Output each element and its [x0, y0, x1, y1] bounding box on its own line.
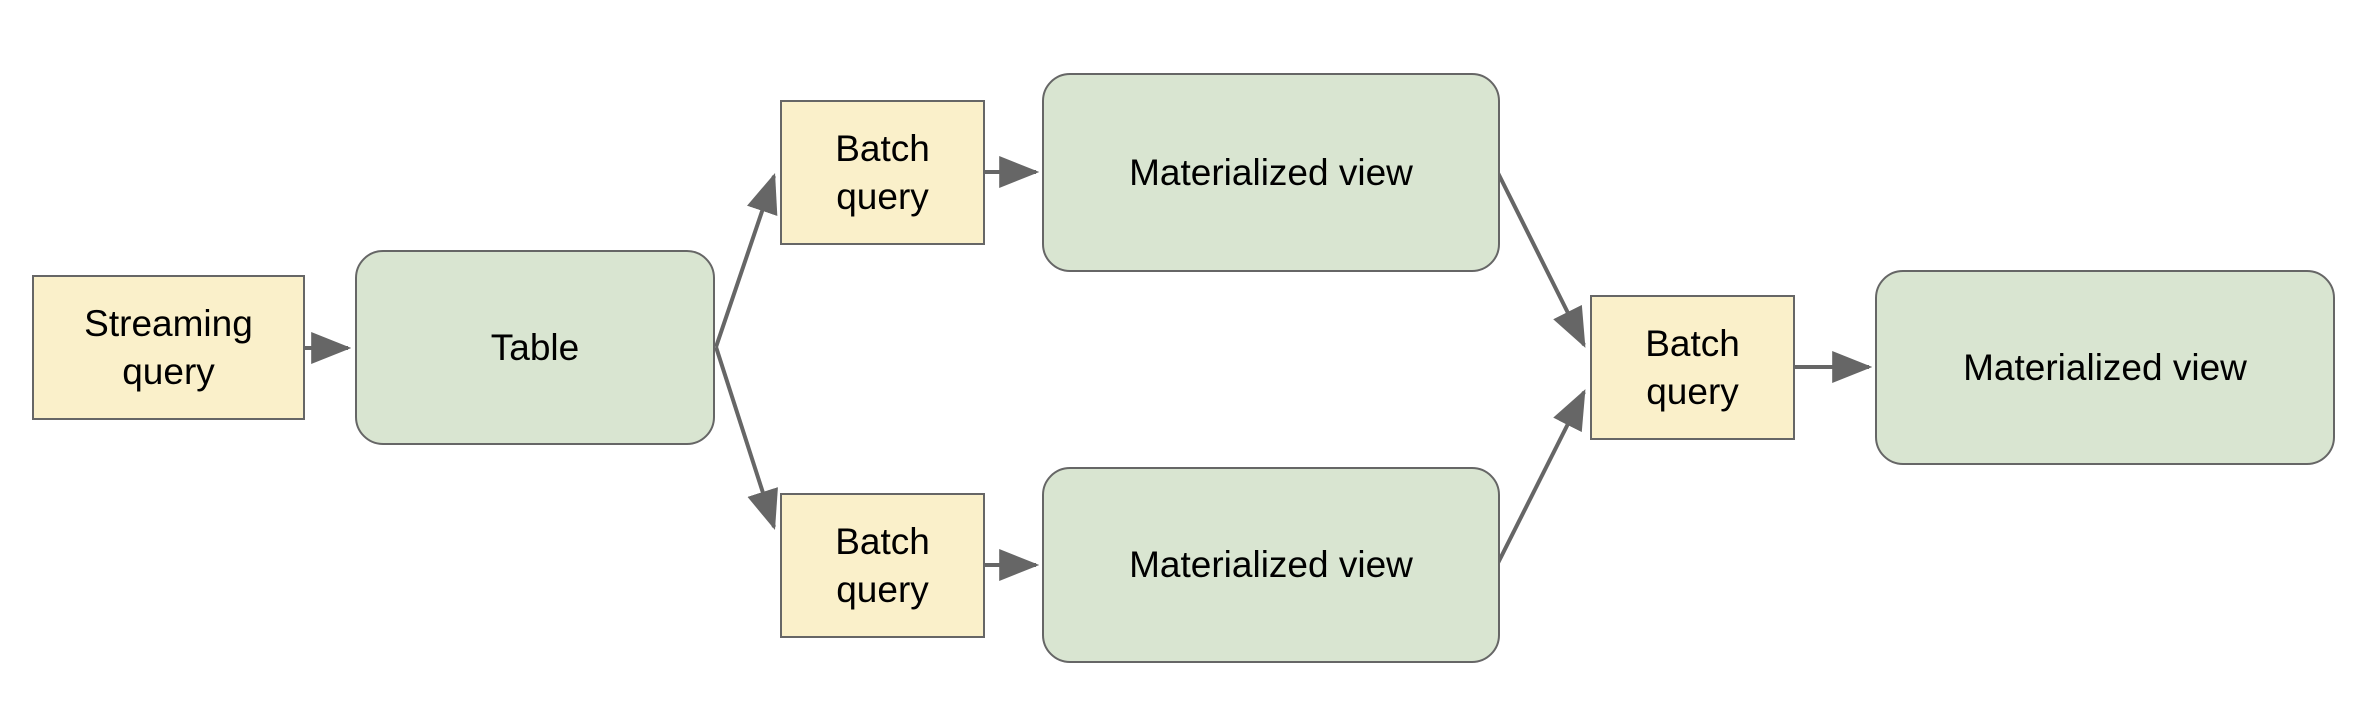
node-batch-query-bottom[interactable]: Batch query — [780, 493, 985, 638]
node-materialized-view-bottom[interactable]: Materialized view — [1042, 467, 1500, 663]
node-table-label: Table — [490, 326, 580, 368]
edge-mv-top-to-batch-join — [1496, 172, 1586, 348]
edge-table-to-batch-top — [714, 172, 778, 348]
node-batch-query-join-label: Batch query — [1645, 323, 1740, 412]
edge-table-to-batch-bottom — [714, 346, 778, 531]
node-streaming-query[interactable]: Streaming query — [32, 275, 305, 420]
node-streaming-query-label: Streaming query — [84, 303, 253, 392]
node-table[interactable]: Table — [355, 250, 715, 445]
edge-mv-bottom-to-batch-join — [1496, 389, 1586, 564]
node-batch-query-top[interactable]: Batch query — [780, 100, 985, 245]
node-batch-query-join[interactable]: Batch query — [1590, 295, 1795, 440]
node-materialized-view-top[interactable]: Materialized view — [1042, 73, 1500, 272]
node-materialized-view-top-label: Materialized view — [1129, 151, 1413, 193]
node-batch-query-bottom-label: Batch query — [835, 521, 930, 610]
node-materialized-view-final-label: Materialized view — [1963, 346, 2247, 388]
node-batch-query-top-label: Batch query — [835, 128, 930, 217]
node-materialized-view-bottom-label: Materialized view — [1129, 544, 1413, 586]
node-materialized-view-final[interactable]: Materialized view — [1875, 270, 2335, 465]
